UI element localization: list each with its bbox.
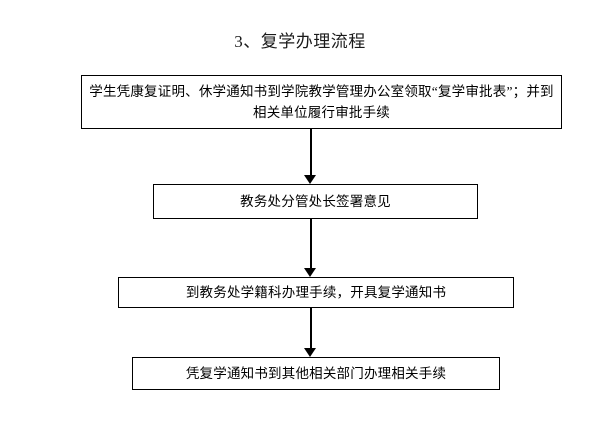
arrow-stem [310, 308, 312, 348]
arrow-head-down-icon [304, 268, 316, 277]
arrow-stem [310, 219, 312, 268]
arrow-stem [310, 129, 312, 175]
process-box-step-1: 学生凭康复证明、休学通知书到学院教学管理办公室领取“复学审批表”；并到相关单位履… [81, 75, 562, 129]
arrow-step-2-to-step-3 [304, 219, 317, 277]
arrow-head-down-icon [304, 175, 316, 184]
page-title: 3、复学办理流程 [234, 32, 366, 51]
process-box-step-4: 凭复学通知书到其他相关部门办理相关手续 [132, 357, 500, 390]
arrow-step-1-to-step-2 [304, 129, 317, 184]
process-box-step-2: 教务处分管处长签署意见 [153, 184, 478, 219]
process-box-step-4-label: 凭复学通知书到其他相关部门办理相关手续 [185, 366, 447, 381]
process-box-step-3: 到教务处学籍科办理手续，开具复学通知书 [118, 277, 514, 308]
arrow-head-down-icon [304, 348, 316, 357]
process-box-step-1-label: 学生凭康复证明、休学通知书到学院教学管理办公室领取“复学审批表”；并到相关单位履… [89, 84, 554, 120]
process-box-step-3-label: 到教务处学籍科办理手续，开具复学通知书 [185, 285, 447, 300]
arrow-step-3-to-step-4 [304, 308, 317, 357]
process-box-step-2-label: 教务处分管处长签署意见 [240, 194, 391, 209]
